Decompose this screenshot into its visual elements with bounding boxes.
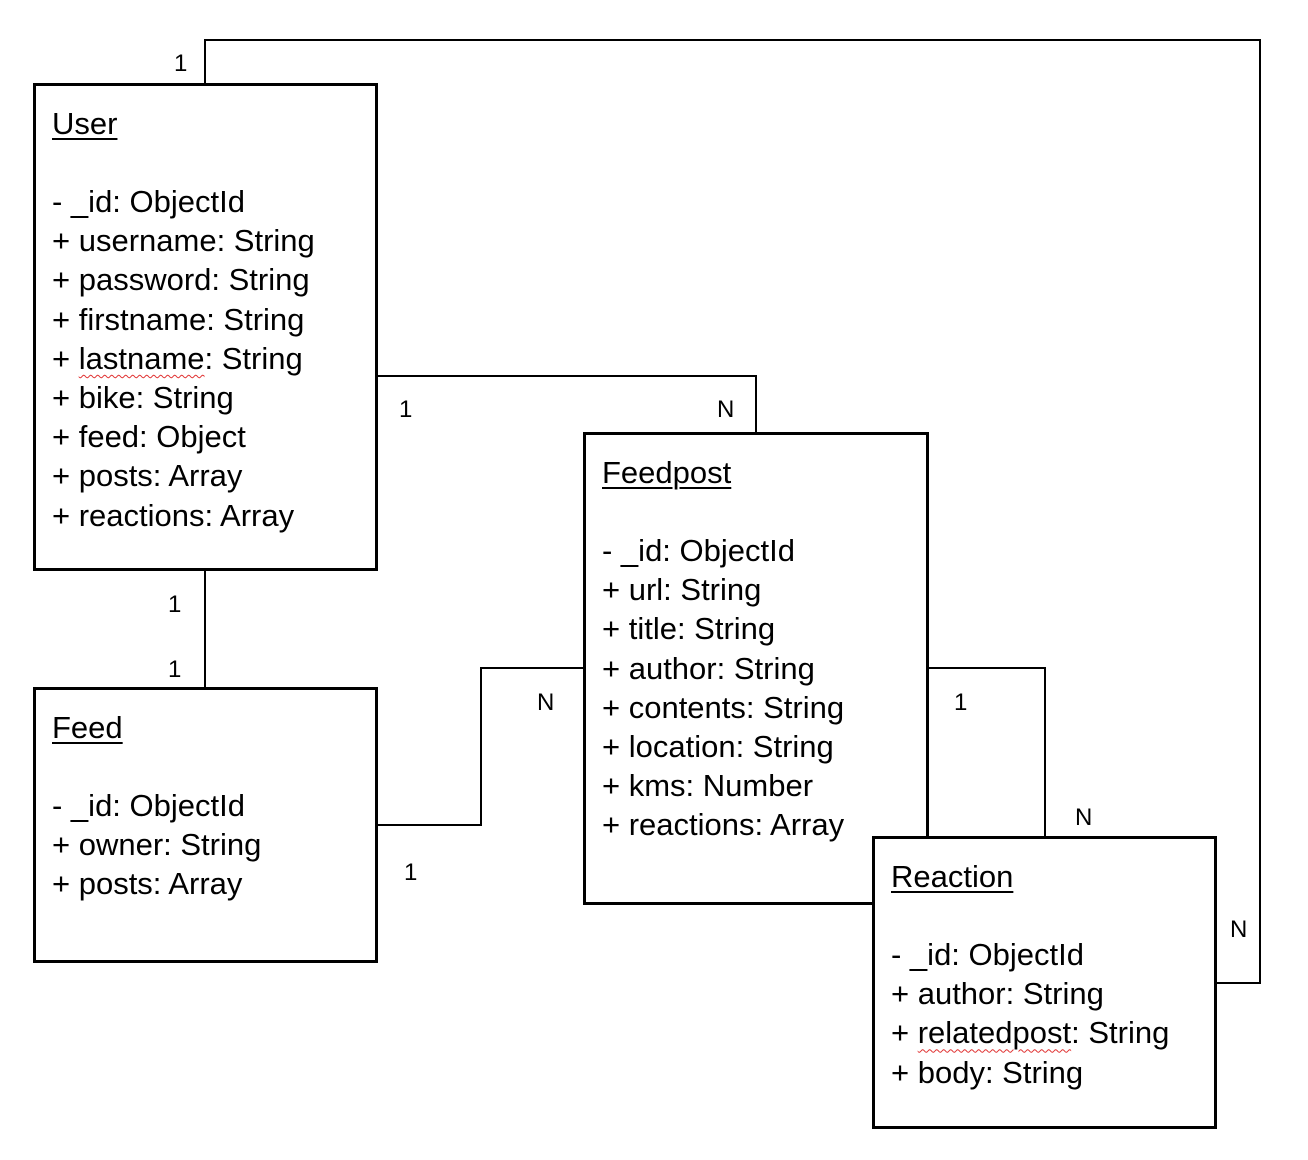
reaction-attribute-body: + body: String (891, 1054, 1084, 1090)
feed-entity-title: Feed (52, 710, 123, 745)
feedpost-attribute-kms: + kms: Number (602, 768, 814, 804)
cardinality-user-feed-user-end: 1 (168, 591, 182, 618)
connector-feed-feedpost (377, 667, 585, 826)
reaction-entity-box: Reaction - _id: ObjectId + author: Strin… (872, 836, 1217, 1129)
user-attribute-firstname: + firstname: String (52, 301, 305, 337)
reaction-attribute-id: - _id: ObjectId (891, 937, 1084, 972)
user-attribute-lastname-text: + lastname: String (52, 340, 303, 376)
user-entity-title: User (52, 106, 118, 141)
user-attribute-id: - _id: ObjectId (52, 184, 245, 219)
feed-attribute-owner: + owner: String (52, 827, 262, 863)
reaction-attribute-author: + author: String (891, 976, 1104, 1012)
user-attribute-bike: + bike: String (52, 380, 234, 416)
user-attribute-posts: + posts: Array (52, 458, 243, 494)
spellcheck-underline: lastname (78, 340, 205, 376)
feedpost-attribute-contents: + contents: String (602, 689, 845, 725)
cardinality-feedpost-reaction-reaction-end: N (1075, 804, 1093, 831)
user-attribute-lastname: + lastname: String (52, 339, 375, 378)
cardinality-feed-feedpost-feedpost-end: N (537, 689, 555, 716)
cardinality-user-feedpost-feedpost-end: N (717, 396, 735, 423)
cardinality-feedpost-reaction-feedpost-end: 1 (954, 689, 968, 716)
feedpost-attribute-title: + title: String (602, 611, 776, 647)
feed-attribute-posts: + posts: Array (52, 866, 243, 902)
user-attribute-username: + username: String (52, 223, 315, 259)
cardinality-feed-feedpost-feed-end: 1 (404, 859, 418, 886)
user-attribute-reactions: + reactions: Array (52, 497, 295, 533)
reaction-attribute-relatedpost: + relatedpost: String (891, 1015, 1170, 1051)
user-attribute-password: + password: String (52, 262, 310, 298)
cardinality-user-reaction-reaction-end: N (1230, 916, 1248, 943)
connector-user-reaction (204, 39, 1261, 984)
feedpost-attribute-author: + author: String (602, 650, 815, 686)
feedpost-attribute-id: - _id: ObjectId (602, 533, 795, 568)
feedpost-attribute-url: + url: String (602, 572, 762, 608)
spellcheck-underline: relatedpost (917, 1015, 1072, 1051)
feedpost-entity-title: Feedpost (602, 455, 732, 490)
feedpost-entity-box: Feedpost - _id: ObjectId + url: String +… (583, 432, 929, 905)
cardinality-user-reaction-user-end: 1 (174, 50, 188, 77)
cardinality-user-feedpost-user-end: 1 (399, 396, 413, 423)
feedpost-attribute-reactions: + reactions: Array (602, 807, 845, 843)
cardinality-user-feed-feed-end: 1 (168, 656, 182, 683)
user-entity-box: User - _id: ObjectId + username: String … (33, 83, 378, 571)
connector-user-feedpost (377, 375, 757, 433)
feed-entity-box: Feed - _id: ObjectId + owner: String + p… (33, 687, 378, 963)
reaction-entity-title: Reaction (891, 859, 1014, 894)
connector-feedpost-reaction (928, 667, 1046, 837)
feedpost-attribute-location: + location: String (602, 729, 834, 765)
feed-attribute-id: - _id: ObjectId (52, 788, 245, 823)
user-attribute-feed: + feed: Object (52, 419, 246, 455)
